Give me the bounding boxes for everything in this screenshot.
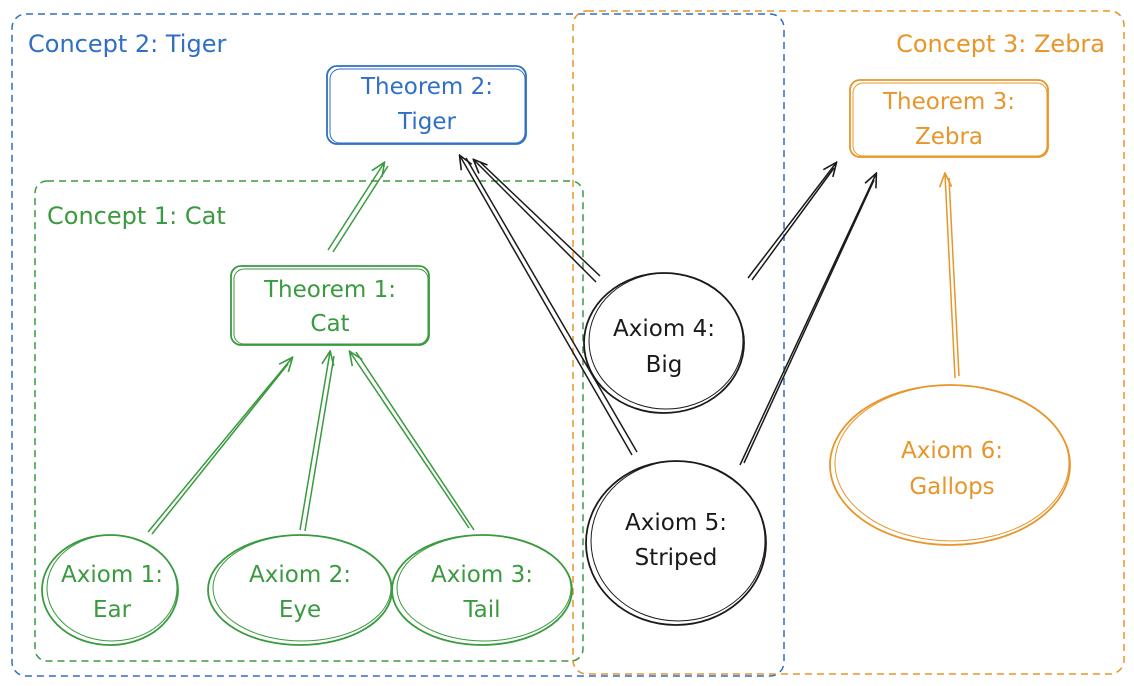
edge-big-to-zebra bbox=[747, 163, 836, 279]
group-label-cat: Concept 1: Cat bbox=[47, 202, 226, 230]
axiom-ear: Axiom 1: Ear bbox=[41, 534, 179, 646]
edges-green bbox=[147, 163, 475, 535]
edge-ear-to-cat bbox=[147, 358, 292, 533]
axiom-tail: Axiom 3: Tail bbox=[391, 534, 573, 646]
axiom-striped: Axiom 5: Striped bbox=[585, 460, 767, 626]
edges-black bbox=[460, 156, 876, 466]
axiom-ear-line2: Ear bbox=[93, 597, 132, 623]
axiom-tail-line1: Axiom 3: bbox=[431, 562, 533, 588]
theorem-cat-line1: Theorem 1: bbox=[263, 277, 396, 303]
theorem-tiger: Theorem 2: Tiger bbox=[326, 65, 527, 145]
axiom-big: Axiom 4: Big bbox=[583, 272, 745, 414]
axiom-big-line1: Axiom 4: bbox=[613, 316, 715, 342]
edge-big-to-tiger bbox=[474, 160, 597, 283]
theorem-tiger-line1: Theorem 2: bbox=[360, 74, 493, 100]
edge-striped-to-zebra bbox=[739, 174, 876, 466]
edge-gallops-to-zebra bbox=[945, 174, 956, 379]
edge-cat-to-tiger bbox=[327, 163, 384, 251]
axiom-gallops: Axiom 6: Gallops bbox=[829, 384, 1071, 546]
axiom-ear-line1: Axiom 1: bbox=[61, 562, 163, 588]
theorem-cat: Theorem 1: Cat bbox=[230, 265, 430, 346]
edges-orange bbox=[945, 174, 960, 379]
axiom-striped-line2: Striped bbox=[635, 545, 718, 571]
group-label-zebra: Concept 3: Zebra bbox=[896, 30, 1105, 58]
edge-tail-to-cat bbox=[350, 352, 470, 529]
theorem-cat-line2: Cat bbox=[310, 311, 349, 337]
axiom-gallops-line2: Gallops bbox=[909, 474, 994, 500]
axiom-striped-line1: Axiom 5: bbox=[625, 510, 727, 536]
theorem-zebra-line1: Theorem 3: bbox=[882, 89, 1015, 115]
axiom-eye: Axiom 2: Eye bbox=[207, 534, 393, 646]
theorem-zebra: Theorem 3: Zebra bbox=[849, 79, 1049, 158]
theorem-zebra-line2: Zebra bbox=[915, 124, 983, 150]
axiom-tail-line2: Tail bbox=[462, 597, 500, 623]
axiom-gallops-line1: Axiom 6: bbox=[901, 438, 1003, 464]
group-box-cat bbox=[34, 180, 584, 662]
edge-eye-to-cat bbox=[299, 352, 330, 531]
theorem-tiger-line2: Tiger bbox=[397, 109, 456, 135]
group-label-tiger: Concept 2: Tiger bbox=[28, 30, 226, 58]
axiom-big-line2: Big bbox=[646, 352, 683, 378]
group-box-tiger bbox=[11, 13, 785, 677]
axiom-eye-line1: Axiom 2: bbox=[249, 562, 351, 588]
edge-striped-to-tiger bbox=[460, 156, 633, 456]
axiom-eye-line2: Eye bbox=[279, 597, 321, 623]
